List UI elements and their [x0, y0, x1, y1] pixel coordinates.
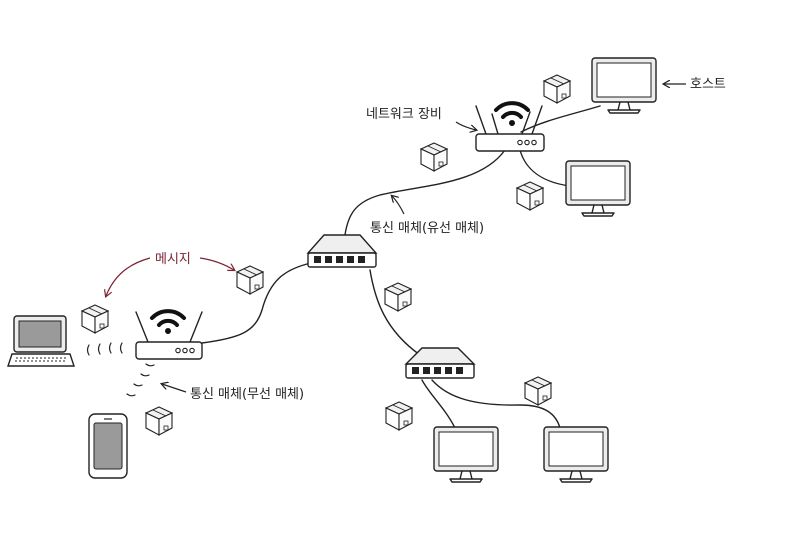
- host-label: 호스트: [690, 77, 726, 92]
- network-device-arrow: [455, 121, 476, 130]
- wifi-signal-icon: [494, 101, 530, 126]
- laptop-icon: [7, 315, 75, 367]
- message-packet-icon: [516, 181, 544, 211]
- host-monitor-bottom-left: [433, 426, 499, 483]
- wifi-router-top: [475, 105, 545, 152]
- network-switch-center: [306, 234, 378, 268]
- message-label: 메시지: [155, 252, 191, 267]
- message-arrow-right: [199, 257, 234, 270]
- wired-cables: [201, 105, 601, 429]
- message-packet-icon: [145, 406, 173, 436]
- wireless-medium-label: 통신 매체(무선 매체): [190, 387, 304, 402]
- host-monitor-top: [591, 57, 657, 114]
- message-packet-icon: [384, 282, 412, 312]
- wireless-waves-to-laptop: [86, 342, 123, 356]
- host-monitor-bottom-right: [543, 426, 609, 483]
- wired-medium-arrow: [392, 196, 405, 215]
- message-packet-icon: [236, 265, 264, 295]
- smartphone-icon: [88, 413, 128, 479]
- network-device-label: 네트워크 장비: [366, 107, 442, 122]
- message-packet-icon: [420, 142, 448, 172]
- wired-medium-label: 통신 매체(유선 매체): [370, 221, 484, 236]
- wifi-signal-icon: [150, 309, 186, 334]
- message-packet-icon: [385, 401, 413, 431]
- wireless-waves-to-phone: [126, 363, 155, 397]
- wireless-medium-arrow: [162, 384, 187, 393]
- host-monitor-middle: [565, 160, 631, 217]
- wifi-router-left: [135, 311, 203, 360]
- message-packet-icon: [81, 304, 109, 334]
- message-packet-icon: [524, 376, 552, 406]
- message-arrow-left: [106, 257, 151, 296]
- network-switch-lower: [404, 347, 476, 379]
- message-packet-icon: [543, 74, 571, 104]
